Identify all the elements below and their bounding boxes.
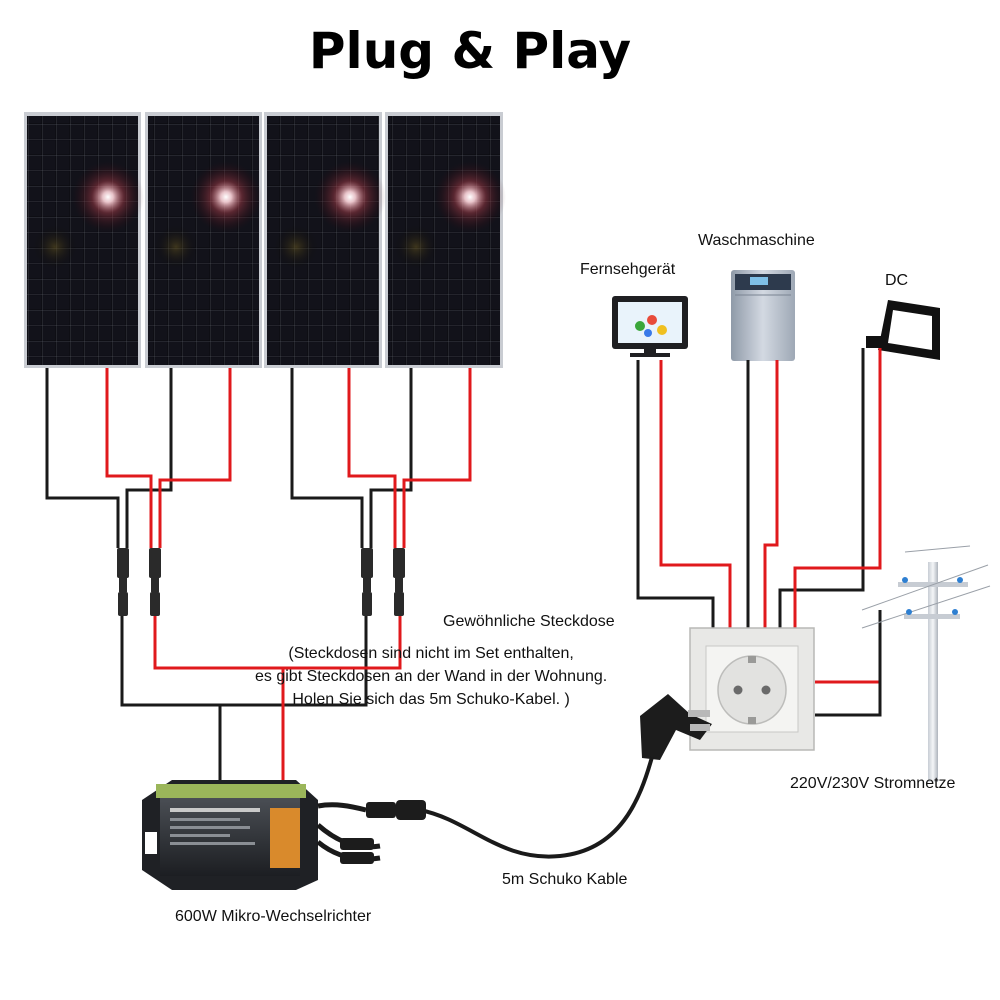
dc-device-icon xyxy=(866,300,940,360)
tv-icon xyxy=(612,296,688,357)
socket-note-line-3: Holen Sie sich das 5m Schuko-Kabel. ) xyxy=(292,691,570,708)
socket-note: (Steckdosen sind nicht im Set enthalten,… xyxy=(255,642,607,711)
mc4-connector-right-negative xyxy=(361,548,373,616)
page-title: Plug & Play xyxy=(308,22,632,80)
inverter-label: 600W Mikro-Wechselrichter xyxy=(175,908,372,925)
solar-panel-3 xyxy=(264,112,386,368)
washer-label: Waschmaschine xyxy=(698,232,815,249)
appliance-wires xyxy=(636,348,882,717)
power-pole-icon xyxy=(861,545,991,782)
socket-title: Gewöhnliche Steckdose xyxy=(443,613,615,630)
solar-panel-4 xyxy=(385,112,506,368)
mc4-connector-left-negative xyxy=(117,548,129,616)
solar-panel-1 xyxy=(24,112,144,368)
micro-inverter xyxy=(142,780,381,890)
schuko-plug xyxy=(640,694,712,760)
wall-socket xyxy=(689,627,815,751)
schuko-cable xyxy=(419,756,654,859)
mc4-connector-right-positive xyxy=(393,548,405,616)
cable-label: 5m Schuko Kable xyxy=(502,871,628,888)
solar-panel-2 xyxy=(145,112,262,368)
mc4-connector-left-positive xyxy=(149,548,161,616)
socket-note-line-1: (Steckdosen sind nicht im Set enthalten, xyxy=(288,645,574,662)
grid-label: 220V/230V Stromnetze xyxy=(790,775,956,792)
dc-label: DC xyxy=(885,272,909,289)
washing-machine-icon xyxy=(731,270,795,361)
negative-wires xyxy=(45,368,413,785)
tv-label: Fernsehgerät xyxy=(580,261,676,278)
positive-wires xyxy=(105,368,472,785)
socket-note-line-2: es gibt Steckdosen an der Wand in der Wo… xyxy=(255,668,608,685)
ac-cable-connector xyxy=(366,800,426,820)
